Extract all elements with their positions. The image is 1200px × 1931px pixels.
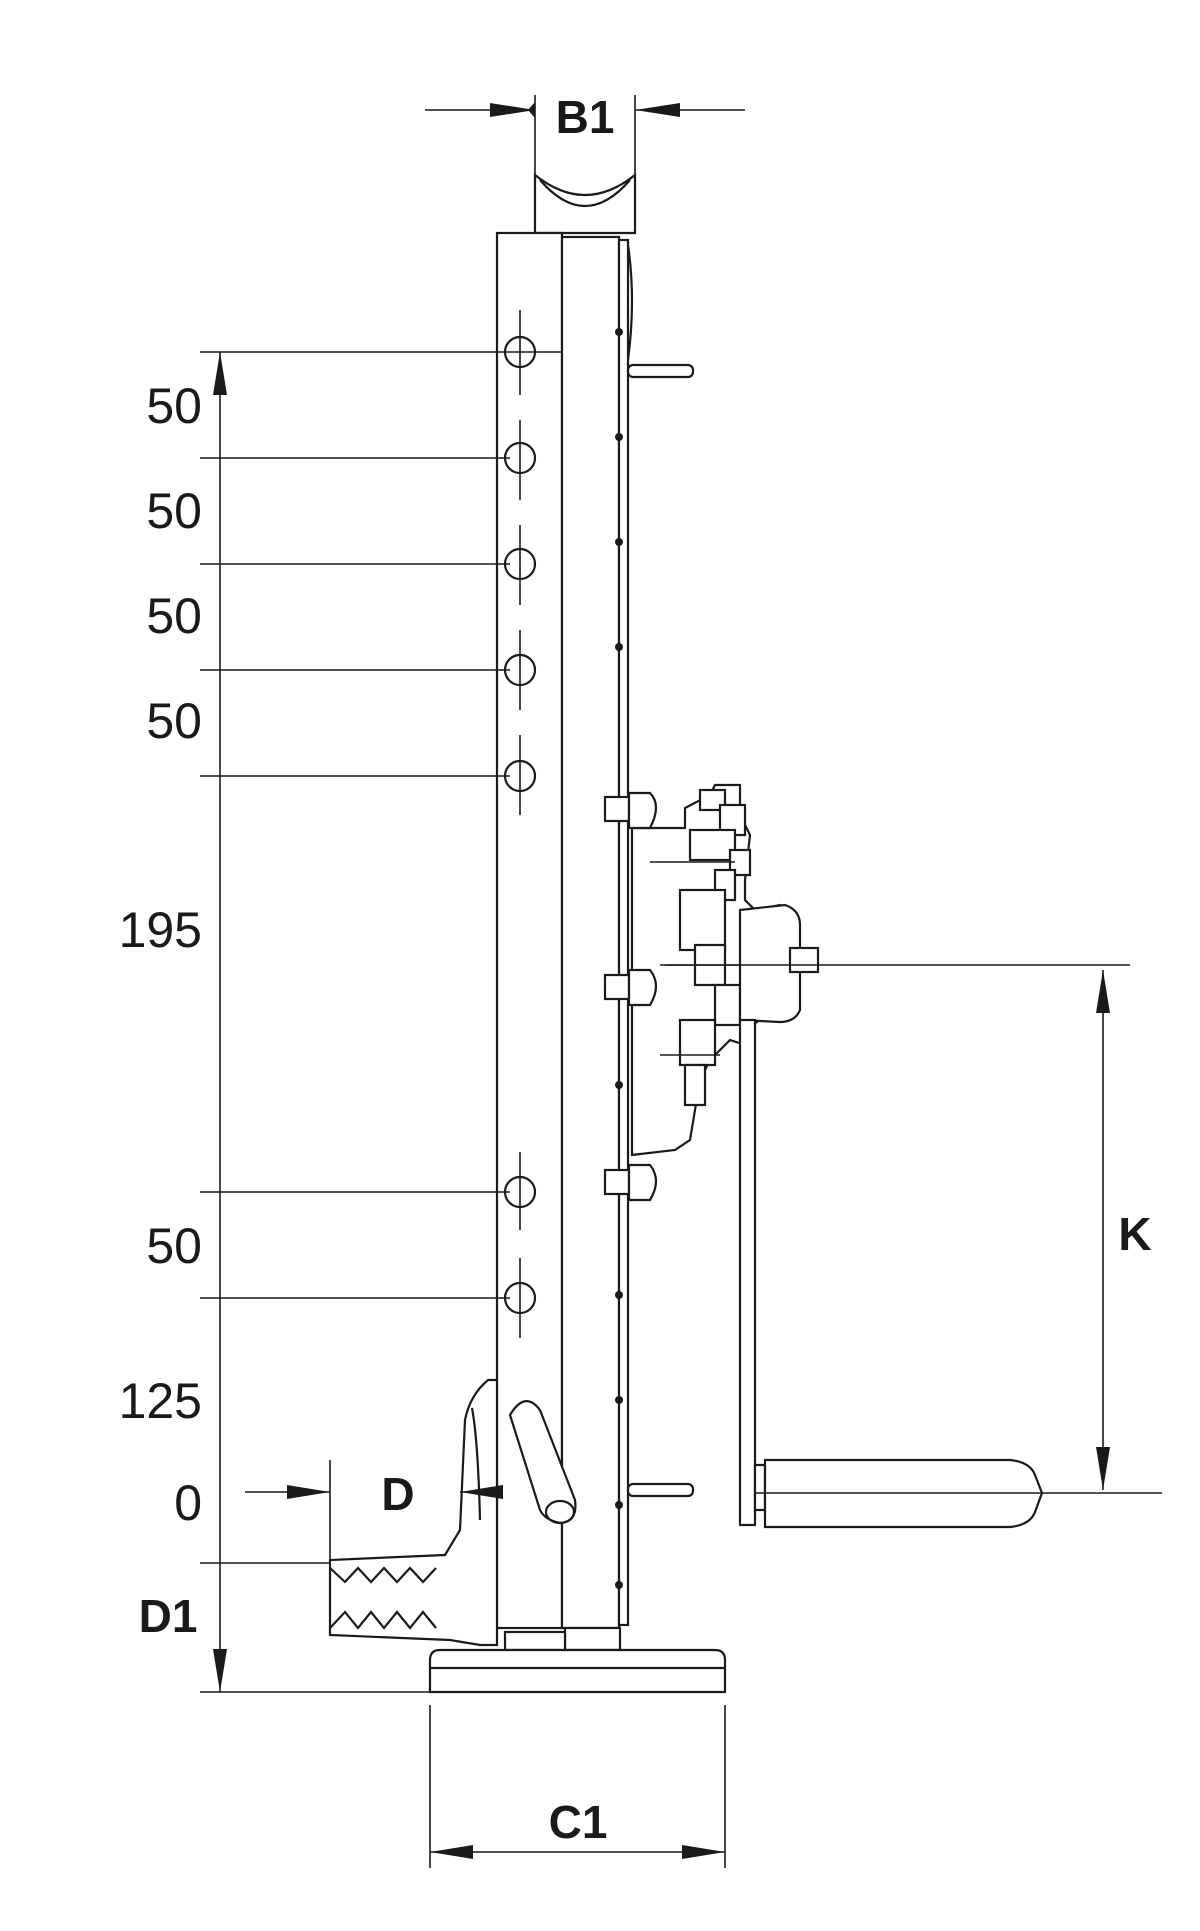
top-saddle — [533, 172, 637, 235]
bolts — [603, 791, 658, 1202]
base-plate — [428, 1626, 727, 1694]
dimension-d: D — [245, 1460, 503, 1560]
crank — [738, 1018, 1162, 1529]
dimension-k: K — [1096, 970, 1152, 1490]
dim-125: 125 — [119, 1373, 202, 1429]
label-d: D — [381, 1468, 414, 1520]
dimension-values: 50 50 50 50 195 50 125 0 — [119, 378, 202, 1531]
label-d1: D1 — [139, 1590, 198, 1642]
dim-50-1: 50 — [146, 378, 202, 434]
dim-50-4: 50 — [146, 693, 202, 749]
dim-0: 0 — [174, 1475, 202, 1531]
left-extension-lines — [200, 351, 562, 1693]
label-c1: C1 — [549, 1796, 608, 1848]
dim-50-3: 50 — [146, 588, 202, 644]
label-k: K — [1118, 1208, 1151, 1260]
dim-195: 195 — [119, 902, 202, 958]
dim-50-5: 50 — [146, 1218, 202, 1274]
dimension-b1: B1 — [425, 91, 745, 175]
toe-claw — [328, 1378, 577, 1647]
label-b1: B1 — [556, 91, 615, 143]
gearbox-housing — [630, 783, 1130, 1157]
dim-50-2: 50 — [146, 483, 202, 539]
dimension-c1: C1 — [429, 1705, 726, 1868]
